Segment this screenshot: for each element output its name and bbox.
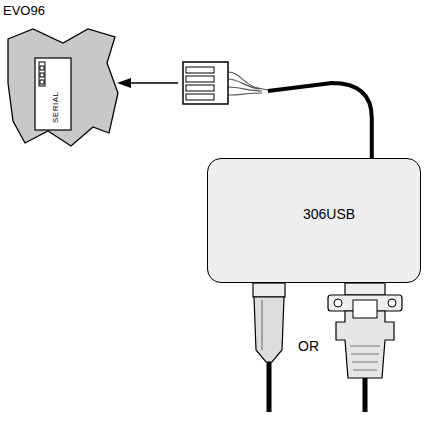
board-name: EVO96: [3, 3, 45, 18]
db9-connector: [328, 283, 402, 412]
board-shape: [3, 3, 123, 153]
board-outline: EVO96SERIAL: [3, 3, 123, 153]
round-plug: [253, 283, 285, 412]
port-label: SERIAL: [51, 92, 60, 123]
serial-plug: [183, 62, 268, 104]
alternative-label: OR: [298, 338, 319, 354]
device-name: 306USB: [303, 206, 355, 222]
interface-box: 306USB: [207, 158, 421, 283]
cable-connector: [117, 78, 372, 158]
